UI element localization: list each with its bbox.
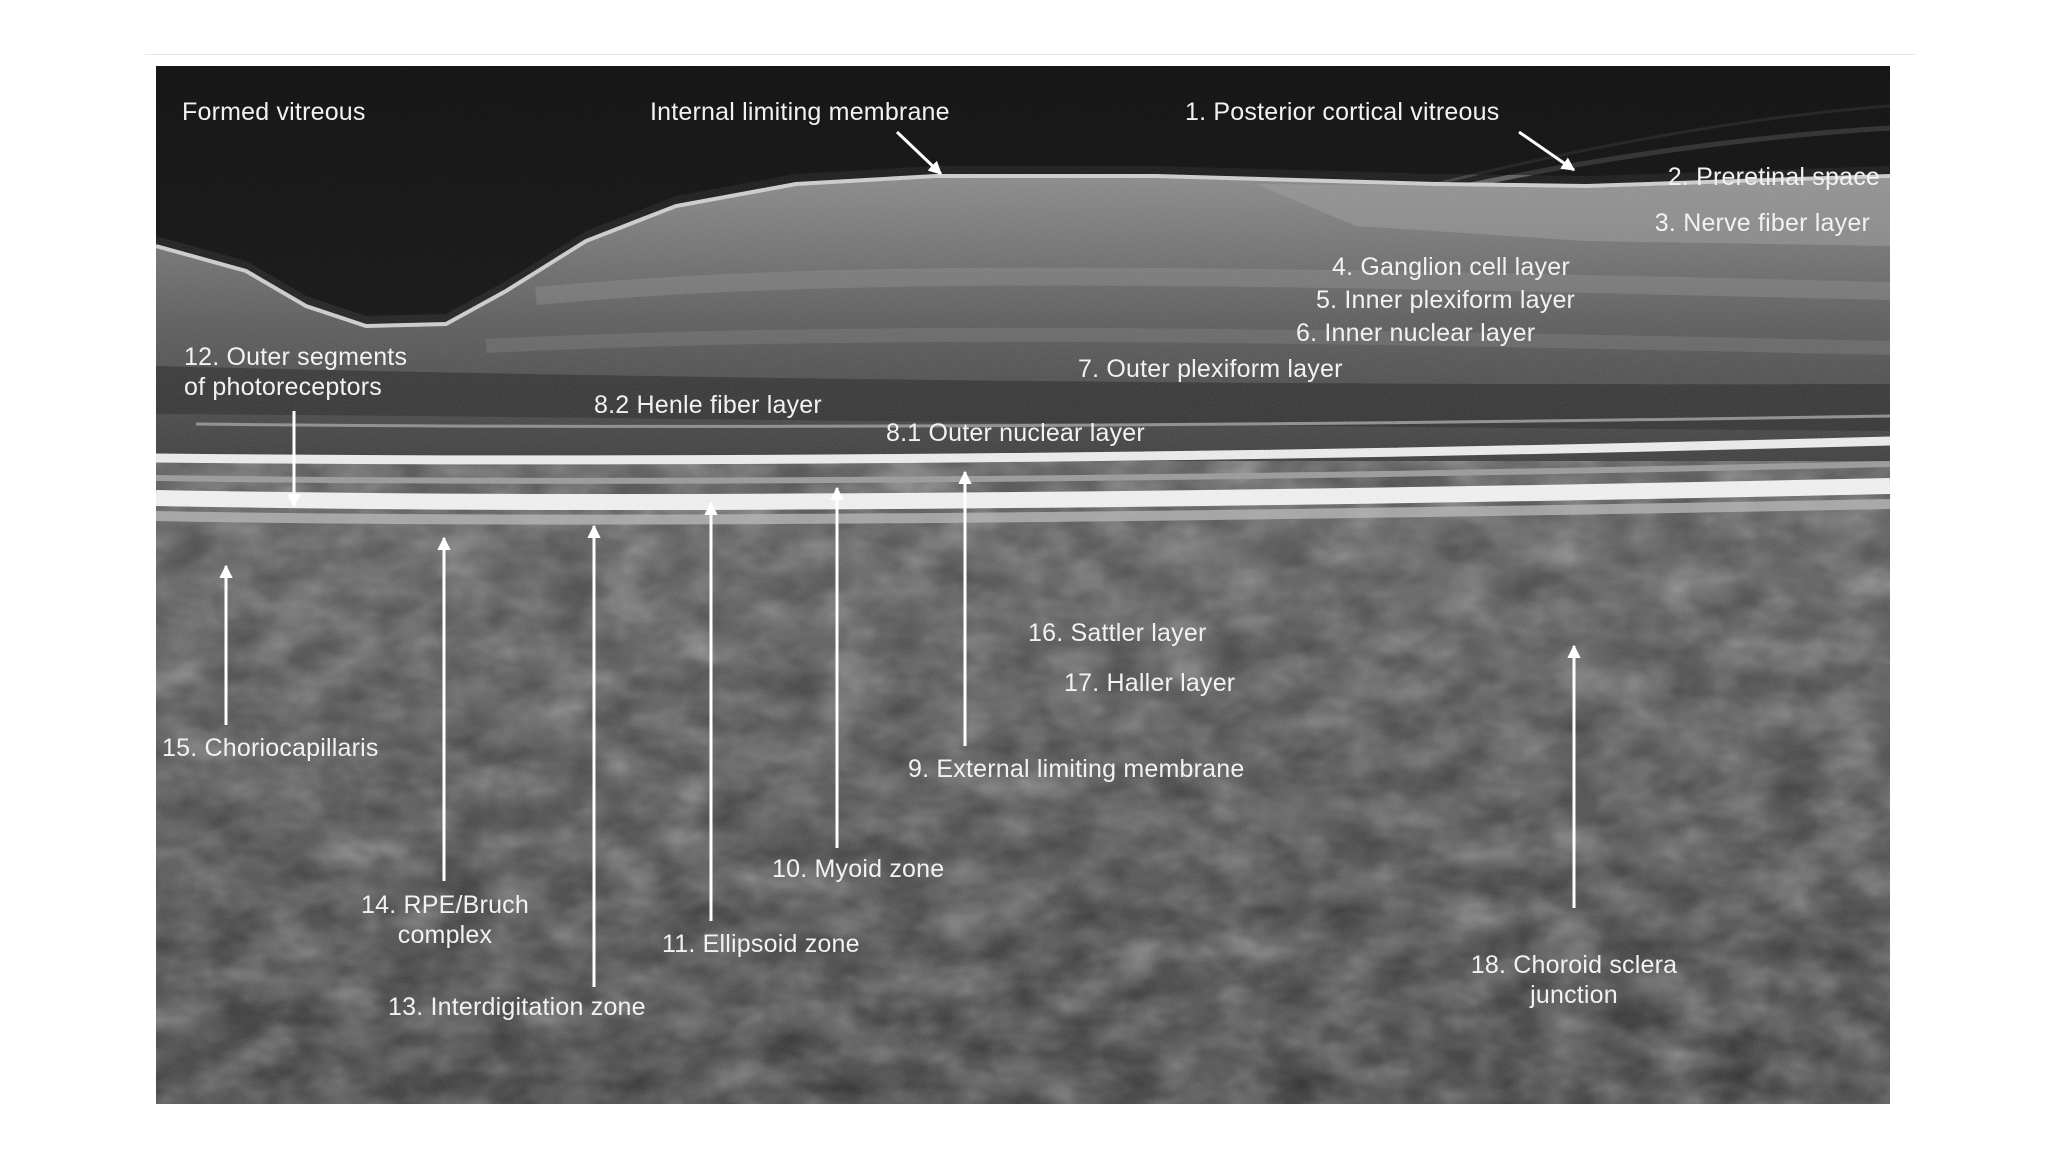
label-sattler-layer: 16. Sattler layer bbox=[1028, 619, 1207, 647]
label-inner-nuclear-layer: 6. Inner nuclear layer bbox=[1296, 319, 1536, 347]
oct-scan-panel: Formed vitreous Internal limiting membra… bbox=[156, 66, 1890, 1104]
label-myoid-zone: 10. Myoid zone bbox=[772, 855, 945, 883]
label-outer-segments-line1: 12. Outer segments bbox=[184, 343, 408, 371]
label-internal-limiting-membrane: Internal limiting membrane bbox=[650, 98, 950, 126]
label-rpe-bruch-line2: complex bbox=[397, 921, 493, 949]
label-choroid-sclera: 18. Choroid sclera junction bbox=[1458, 950, 1690, 1010]
label-nerve-fiber-layer: 3. Nerve fiber layer bbox=[1654, 209, 1870, 237]
label-interdigitation-zone: 13. Interdigitation zone bbox=[388, 993, 646, 1021]
label-choroid-sclera-line2: junction bbox=[1530, 981, 1618, 1009]
label-outer-segments-line2: of photoreceptors bbox=[184, 373, 382, 401]
label-posterior-cortical-vitreous: 1. Posterior cortical vitreous bbox=[1185, 98, 1500, 126]
label-preretinal-space: 2. Preretinal space bbox=[1667, 163, 1880, 191]
label-rpe-bruch-line1: 14. RPE/Bruch bbox=[361, 891, 529, 919]
label-rpe-bruch: 14. RPE/Bruch complex bbox=[350, 890, 540, 950]
label-inner-plexiform-layer: 5. Inner plexiform layer bbox=[1316, 286, 1576, 314]
label-outer-plexiform-layer: 7. Outer plexiform layer bbox=[1078, 355, 1343, 383]
label-external-limiting-membrane: 9. External limiting membrane bbox=[908, 755, 1245, 783]
label-outer-nuclear-layer: 8.1 Outer nuclear layer bbox=[886, 419, 1145, 447]
label-outer-segments: 12. Outer segments of photoreceptors bbox=[184, 342, 407, 402]
label-choriocapillaris: 15. Choriocapillaris bbox=[162, 734, 379, 762]
label-ellipsoid-zone: 11. Ellipsoid zone bbox=[662, 930, 860, 958]
label-choroid-sclera-line1: 18. Choroid sclera bbox=[1470, 951, 1678, 979]
label-formed-vitreous: Formed vitreous bbox=[182, 98, 366, 126]
label-haller-layer: 17. Haller layer bbox=[1064, 669, 1236, 697]
top-divider bbox=[145, 54, 1915, 55]
label-henle-fiber-layer: 8.2 Henle fiber layer bbox=[594, 391, 822, 419]
label-ganglion-cell-layer: 4. Ganglion cell layer bbox=[1332, 253, 1570, 281]
